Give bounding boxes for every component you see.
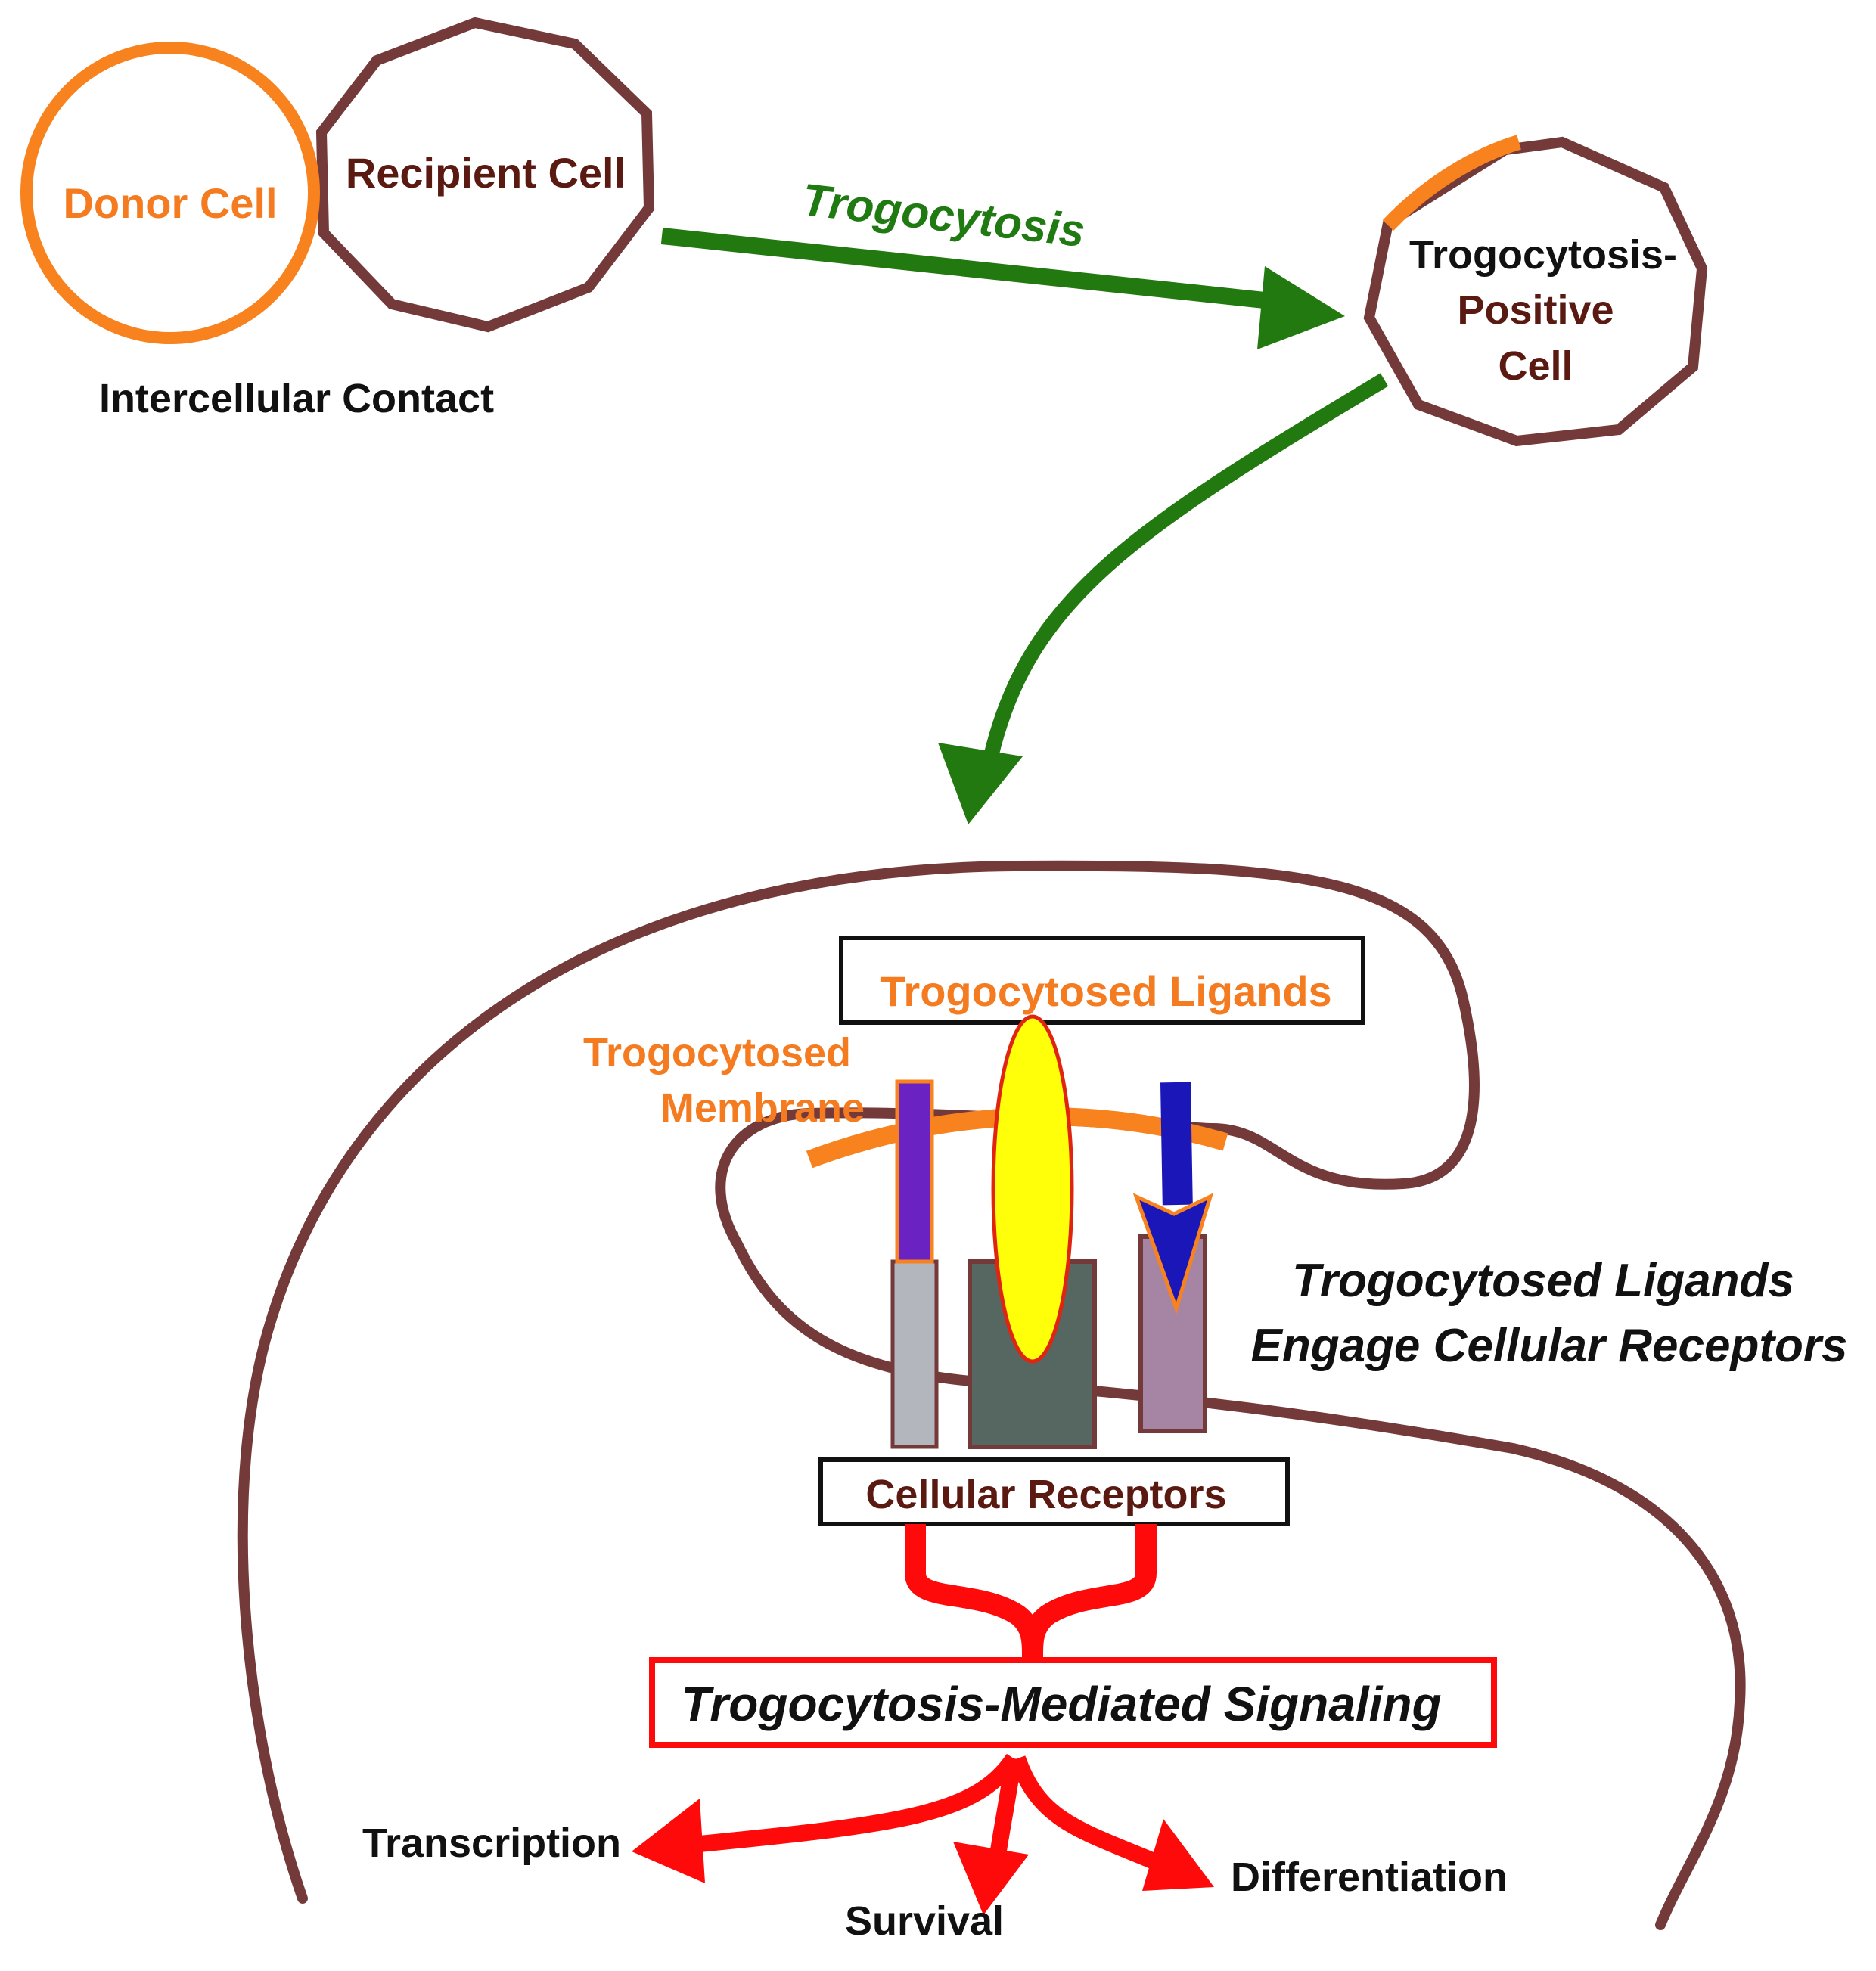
trogocytosis-label: Trogocytosis bbox=[800, 174, 1088, 256]
signaling-outcomes: Transcription Survival Differentiation bbox=[362, 1753, 1508, 1944]
intercellular-contact-label: Intercellular Contact bbox=[99, 376, 494, 421]
receptor-ligand-complex: Trogocytosed Ligands Trogocytosed Membra… bbox=[583, 936, 1848, 1526]
engage-label-line1: Trogocytosed Ligands bbox=[1292, 1255, 1794, 1307]
donor-cell-label: Donor Cell bbox=[63, 179, 277, 227]
arrow-head-transcription bbox=[632, 1799, 705, 1883]
arrow-to-differentiation bbox=[1009, 1755, 1165, 1873]
arrow-to-transcription bbox=[683, 1753, 1021, 1854]
signaling-bracket bbox=[905, 1524, 1157, 1675]
positive-cell-label-line3: Cell bbox=[1498, 343, 1573, 389]
curved-green-arrow bbox=[938, 373, 1389, 824]
trogocytosis-arrow-head bbox=[1257, 266, 1345, 349]
arrow-head-survival bbox=[953, 1842, 1029, 1915]
cellular-receptors-box-label: Cellular Receptors bbox=[865, 1472, 1226, 1517]
trogocytosed-membrane-label-line1: Trogocytosed bbox=[583, 1030, 851, 1076]
outcome-differentiation-label: Differentiation bbox=[1231, 1855, 1508, 1900]
trogocytosis-arrow-shaft bbox=[660, 228, 1287, 311]
trogocytosed-membrane-patch bbox=[1382, 135, 1521, 231]
recipient-cell-outline bbox=[315, 17, 655, 333]
trogocytosed-ligands-box bbox=[839, 936, 1365, 1025]
signaling-box bbox=[649, 1657, 1497, 1748]
signaling-box-label: Trogocytosis-Mediated Signaling bbox=[681, 1677, 1441, 1731]
donor-cell-outline bbox=[20, 42, 320, 344]
signaling-pathway: Trogocytosis-Mediated Signaling bbox=[649, 1524, 1497, 1748]
curved-arrow-shaft bbox=[983, 373, 1389, 759]
positive-cell-outline bbox=[1363, 136, 1708, 447]
positive-cell-label-line1: Trogocytosis- bbox=[1409, 232, 1677, 278]
blue-ligand-shaft bbox=[1160, 1082, 1193, 1206]
outcome-survival-label: Survival bbox=[845, 1898, 1004, 1944]
grey-receptor bbox=[890, 1259, 939, 1449]
purple-ligand-bar bbox=[895, 1079, 934, 1264]
donor-recipient-contact: Donor Cell Recipient Cell Intercellular … bbox=[20, 17, 655, 421]
trogocytosed-ligands-box-label: Trogocytosed Ligands bbox=[880, 967, 1331, 1015]
trogocytosed-membrane-label-line2: Membrane bbox=[660, 1085, 865, 1131]
positive-cell-label-line2: Positive bbox=[1457, 287, 1614, 333]
trogocytosis-positive-cell: Trogocytosis- Positive Cell bbox=[1363, 135, 1708, 447]
recipient-cell-label: Recipient Cell bbox=[346, 149, 626, 197]
arrow-head-differentiation bbox=[1142, 1819, 1214, 1891]
cellular-receptors-box bbox=[818, 1457, 1290, 1526]
blue-ligand-arrowhead bbox=[1132, 1193, 1214, 1315]
outcome-transcription-label: Transcription bbox=[362, 1820, 621, 1866]
curved-arrow-head bbox=[938, 743, 1023, 824]
engage-label-line2: Engage Cellular Receptors bbox=[1250, 1320, 1847, 1372]
trogocytosis-arrow: Trogocytosis bbox=[660, 174, 1345, 349]
yellow-ligand bbox=[991, 1014, 1074, 1364]
